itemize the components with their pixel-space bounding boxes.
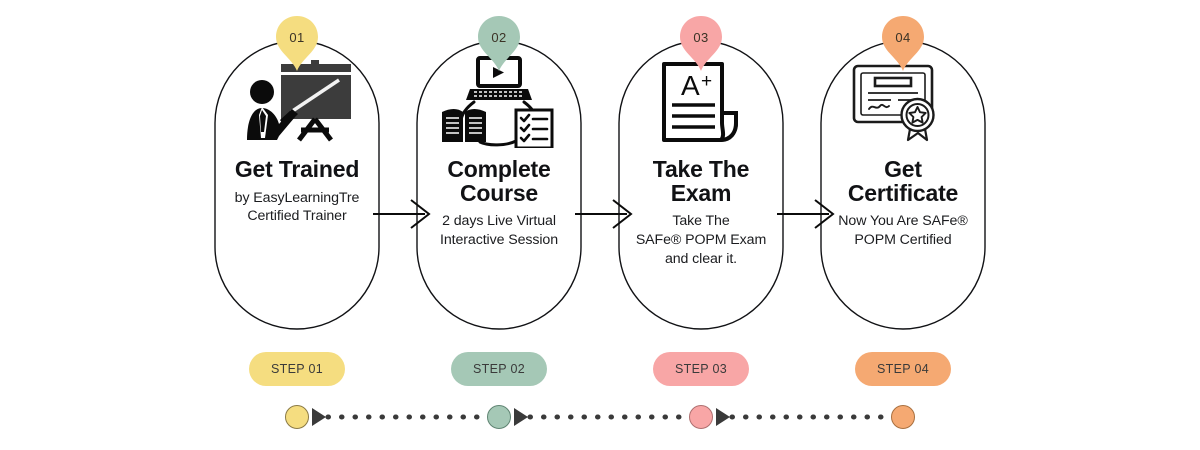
step-card-1[interactable]: Get Trained by EasyLearningTre Certified… xyxy=(214,40,380,330)
step-chip-2[interactable]: STEP 02 xyxy=(451,352,547,386)
step-card-2[interactable]: Complete Course 2 days Live Virtual Inte… xyxy=(416,40,582,330)
arrow-right-icon-1 xyxy=(373,196,439,232)
step-title-4: Get Certificate xyxy=(847,156,959,206)
step-pin-4[interactable]: 04 xyxy=(880,14,926,72)
exam-paper-a-plus-icon: A + xyxy=(620,40,782,158)
timeline-marker-2 xyxy=(487,405,511,429)
triangle-right-icon-1 xyxy=(312,408,326,426)
card-outline-3 xyxy=(618,40,784,330)
step-description-4: Now You Are SAFe® POPM Certified xyxy=(838,213,968,249)
timeline-marker-3 xyxy=(689,405,713,429)
triangle-right-icon-3 xyxy=(716,408,730,426)
elearning-cycle-icon xyxy=(418,40,580,158)
pin-shape-1 xyxy=(276,16,318,71)
step-number-3: 03 xyxy=(693,29,709,45)
arrow-right-icon-3 xyxy=(777,196,843,232)
timeline-marker-1 xyxy=(285,405,309,429)
step-chip-3[interactable]: STEP 03 xyxy=(653,352,749,386)
step-title-3: Take The Exam xyxy=(652,156,750,206)
step-number-4: 04 xyxy=(895,29,911,45)
step-card-4[interactable]: Get Certificate Now You Are SAFe® POPM C… xyxy=(820,40,986,330)
step-description-3: Take The SAFe® POPM Exam and clear it. xyxy=(635,213,767,267)
svg-text:+: + xyxy=(701,71,712,92)
arrow-right-icon-2 xyxy=(575,196,641,232)
step-description-2: 2 days Live Virtual Interactive Session xyxy=(440,213,558,249)
dotted-progress-track xyxy=(285,405,915,429)
timeline-marker-4 xyxy=(891,405,915,429)
step-number-1: 01 xyxy=(289,29,305,45)
pin-shape-4 xyxy=(882,16,924,71)
step-pin-2[interactable]: 02 xyxy=(476,14,522,72)
step-title-1: Get Trained xyxy=(234,156,360,182)
step-chip-4[interactable]: STEP 04 xyxy=(855,352,951,386)
step-title-2: Complete Course xyxy=(447,156,551,206)
step-pin-3[interactable]: 03 xyxy=(678,14,724,72)
step-pin-1[interactable]: 01 xyxy=(274,14,320,72)
pin-shape-2 xyxy=(478,16,520,71)
step-chip-1[interactable]: STEP 01 xyxy=(249,352,345,386)
svg-text:A: A xyxy=(681,70,700,101)
trainer-presentation-icon xyxy=(216,40,378,158)
step-number-2: 02 xyxy=(491,29,507,45)
pin-shape-3 xyxy=(680,16,722,71)
certificate-award-icon xyxy=(822,40,984,158)
step-card-3[interactable]: A + Take The Exam Take The SAFe® POPM Ex… xyxy=(618,40,784,330)
triangle-right-icon-2 xyxy=(514,408,528,426)
step-description-1: by EasyLearningTre Certified Trainer xyxy=(234,189,360,225)
